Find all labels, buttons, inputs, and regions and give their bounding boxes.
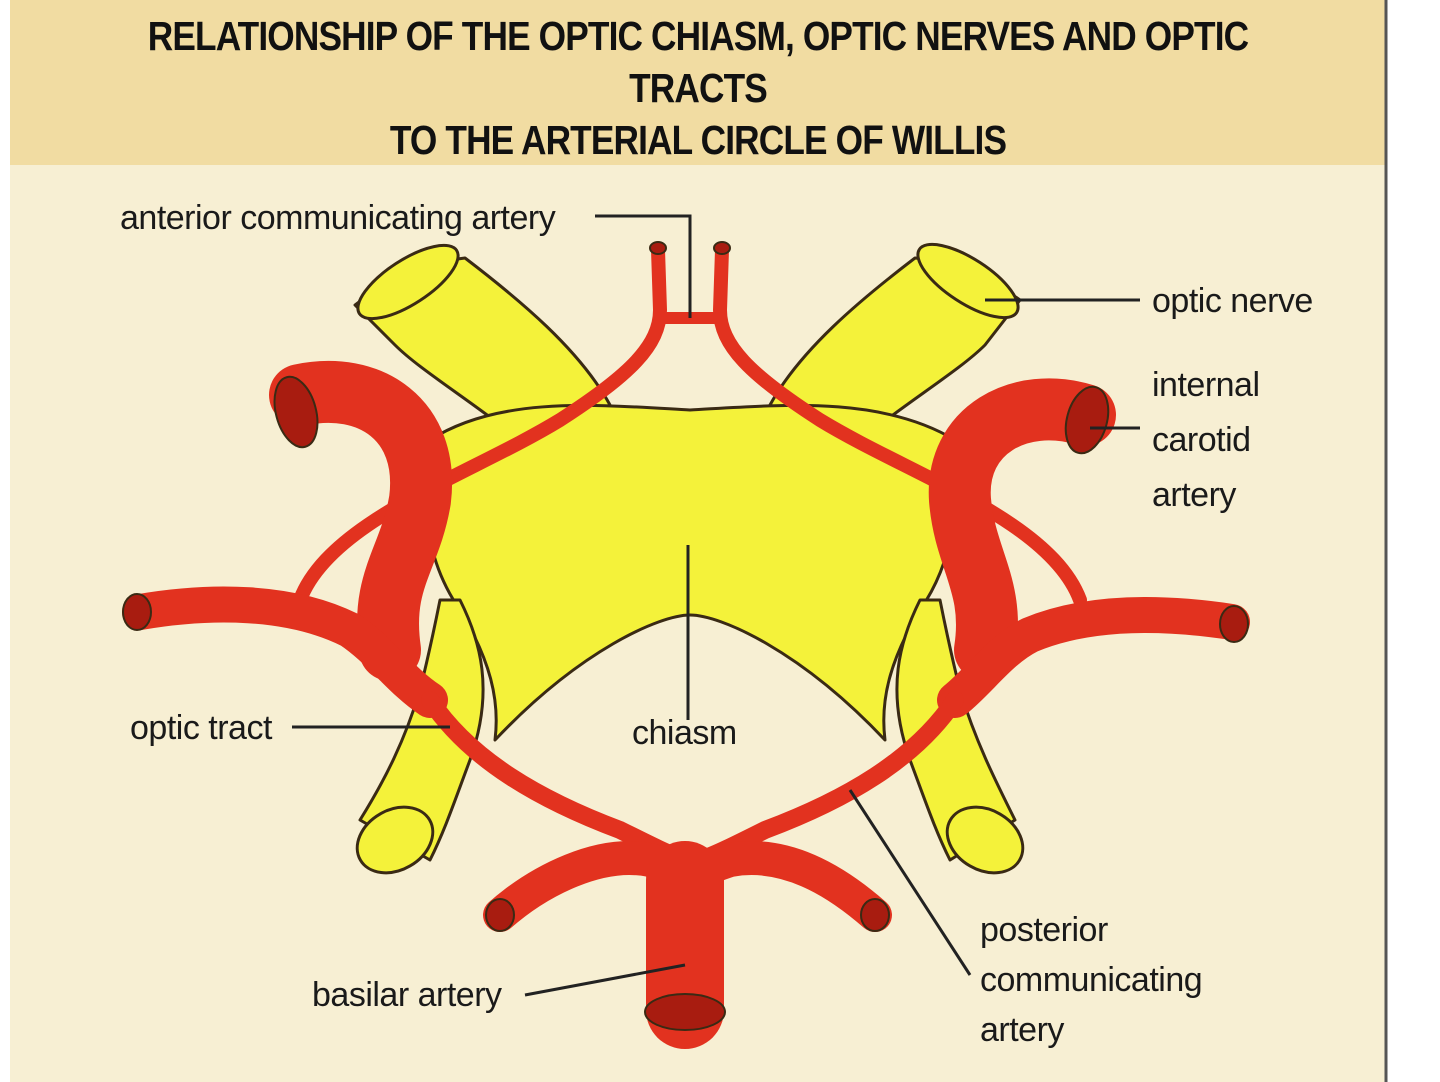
left-optic-tract (358, 598, 485, 862)
left-internal-carotid (269, 360, 453, 681)
left-carotid-opening (273, 375, 319, 449)
arterial-circle (122, 243, 1250, 1049)
right-mca-opening (1219, 605, 1249, 643)
label-posterior-communicating-artery: posterior communicating artery (980, 905, 1203, 1055)
right-carotid-opening (1064, 385, 1110, 455)
chiasm-body (423, 403, 959, 742)
left-pca-opening (485, 898, 515, 932)
right-middle-cerebral (937, 597, 1250, 718)
title-line-2: TO THE ARTERIAL CIRCLE OF WILLIS (389, 117, 1007, 163)
optic-apparatus (353, 242, 1025, 875)
leader-posterior-communicating (848, 789, 972, 976)
leader-lines (292, 214, 1140, 997)
right-optic-tract (895, 598, 1017, 862)
label-posterior-communicating-line-1: posterior (980, 911, 1108, 949)
label-optic-tract: optic tract (130, 709, 272, 747)
leader-anterior-communicating (595, 214, 692, 318)
right-internal-carotid (928, 378, 1116, 681)
title-line-1: RELATIONSHIP OF THE OPTIC CHIASM, OPTIC … (147, 13, 1249, 111)
label-internal-carotid-line-3: artery (1152, 476, 1236, 514)
right-optic-tract-end (945, 805, 1025, 875)
label-internal-carotid-line-1: internal (1152, 366, 1260, 404)
label-basilar-artery: basilar artery (312, 976, 502, 1014)
left-mca-opening (122, 593, 152, 631)
label-posterior-communicating-line-3: artery (980, 1011, 1064, 1049)
vessel-openings (122, 241, 1249, 1031)
label-internal-carotid-line-2: carotid (1152, 421, 1251, 459)
left-optic-nerve-end (356, 243, 460, 321)
left-middle-cerebral (122, 586, 448, 718)
label-optic-nerve: optic nerve (1152, 282, 1313, 320)
diagram-title: RELATIONSHIP OF THE OPTIC CHIASM, OPTIC … (106, 10, 1289, 166)
basilar-opening (644, 993, 726, 1031)
right-pca-opening (860, 898, 890, 932)
label-posterior-communicating-line-2: communicating (980, 961, 1203, 999)
left-optic-tract-end (355, 805, 435, 875)
anterior-cerebral-left (293, 243, 667, 607)
leader-basilar (524, 963, 686, 997)
label-internal-carotid-artery: internal carotid artery (1152, 358, 1260, 523)
title-band (10, 0, 1386, 165)
aca-right-opening (713, 241, 731, 255)
anterior-cerebral-right (713, 243, 1087, 607)
label-chiasm: chiasm (632, 714, 737, 752)
label-anterior-communicating-artery: anterior communicating artery (120, 199, 556, 237)
aca-left-opening (649, 241, 667, 255)
